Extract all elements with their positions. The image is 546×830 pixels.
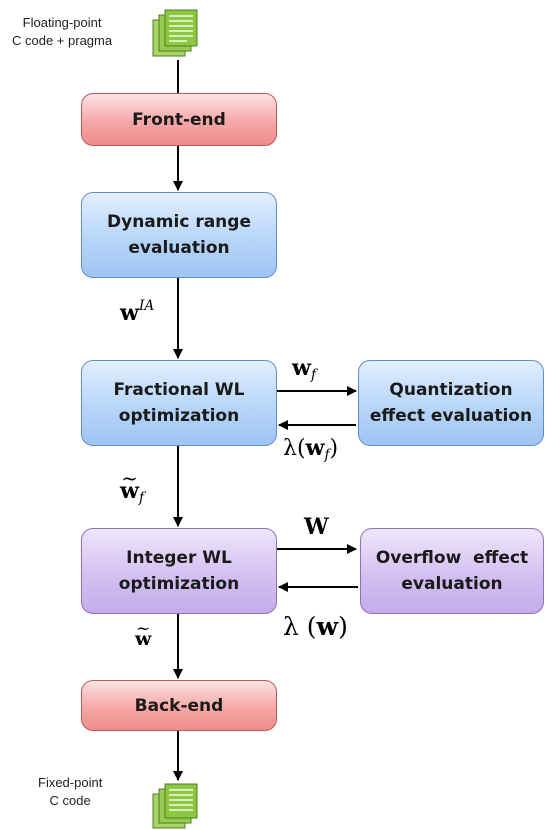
label-w-f-sub: f xyxy=(310,367,316,384)
dynamic-range-label-line2: evaluation xyxy=(128,238,230,258)
input-file-label-line1: Floating-point xyxy=(22,15,102,30)
dynamic-range-label-line1: Dynamic range xyxy=(107,212,251,232)
label-w-ia-base: w xyxy=(120,300,139,326)
integer-wl-label-line2: optimization xyxy=(118,574,240,594)
input-file-icon xyxy=(152,9,198,57)
front-end-label: Front-end xyxy=(132,109,226,130)
integer-wl-label-line1: Integer WL xyxy=(126,548,232,568)
label-lambda-w: λ (w) xyxy=(283,612,348,641)
quantization-label-line1: Quantization xyxy=(389,380,513,400)
front-end-box: Front-end xyxy=(81,93,277,146)
label-w-tilde-f-base: w xyxy=(120,467,139,504)
fractional-wl-label-line1: Fractional WL xyxy=(113,380,245,400)
back-end-label: Back-end xyxy=(134,695,224,716)
integer-wl-box: Integer WL optimization xyxy=(81,528,277,614)
label-w: W xyxy=(304,514,329,540)
output-file-label-line2: C code xyxy=(49,793,91,808)
dynamic-range-box: Dynamic range evaluation xyxy=(81,192,277,278)
quantization-label-line2: effect evaluation xyxy=(369,406,533,426)
label-lambda-w-f-close: ) xyxy=(329,436,339,461)
output-file-label: Fixed-point C code xyxy=(38,774,102,810)
label-lambda-w-f-open: λ( xyxy=(283,436,306,461)
label-lambda-w-f: λ(wf) xyxy=(283,435,339,464)
label-lambda-w-open: λ ( xyxy=(283,612,317,641)
overflow-label-line1: Overflow effect xyxy=(375,548,529,568)
label-w-tilde: w xyxy=(135,619,152,650)
label-lambda-w-close: ) xyxy=(338,612,348,641)
label-w-base: W xyxy=(304,514,329,540)
label-lambda-w-base: w xyxy=(316,612,339,641)
label-w-ia-sup: IA xyxy=(138,297,155,314)
fractional-wl-label-line2: optimization xyxy=(118,406,240,426)
overflow-box: Overflow effect evaluation xyxy=(360,528,544,614)
label-w-tilde-base: w xyxy=(135,619,152,650)
label-w-tilde-f-sub: f xyxy=(138,490,144,507)
label-w-f: wf xyxy=(292,355,316,384)
label-lambda-w-f-base: w xyxy=(305,435,325,461)
fractional-wl-box: Fractional WL optimization xyxy=(81,360,277,446)
label-w-tilde-f: wf xyxy=(120,467,144,507)
input-file-label-line2: C code + pragma xyxy=(12,33,113,48)
label-w-ia: wIA xyxy=(120,297,155,326)
input-file-label: Floating-point C code + pragma xyxy=(12,14,112,50)
back-end-box: Back-end xyxy=(81,680,277,731)
output-file-icon xyxy=(152,783,198,829)
quantization-box: Quantization effect evaluation xyxy=(358,360,544,446)
overflow-label-line2: evaluation xyxy=(401,574,503,594)
label-lambda-w-f-sub: f xyxy=(324,447,330,464)
label-w-f-base: w xyxy=(292,355,311,381)
output-file-label-line1: Fixed-point xyxy=(38,775,103,790)
